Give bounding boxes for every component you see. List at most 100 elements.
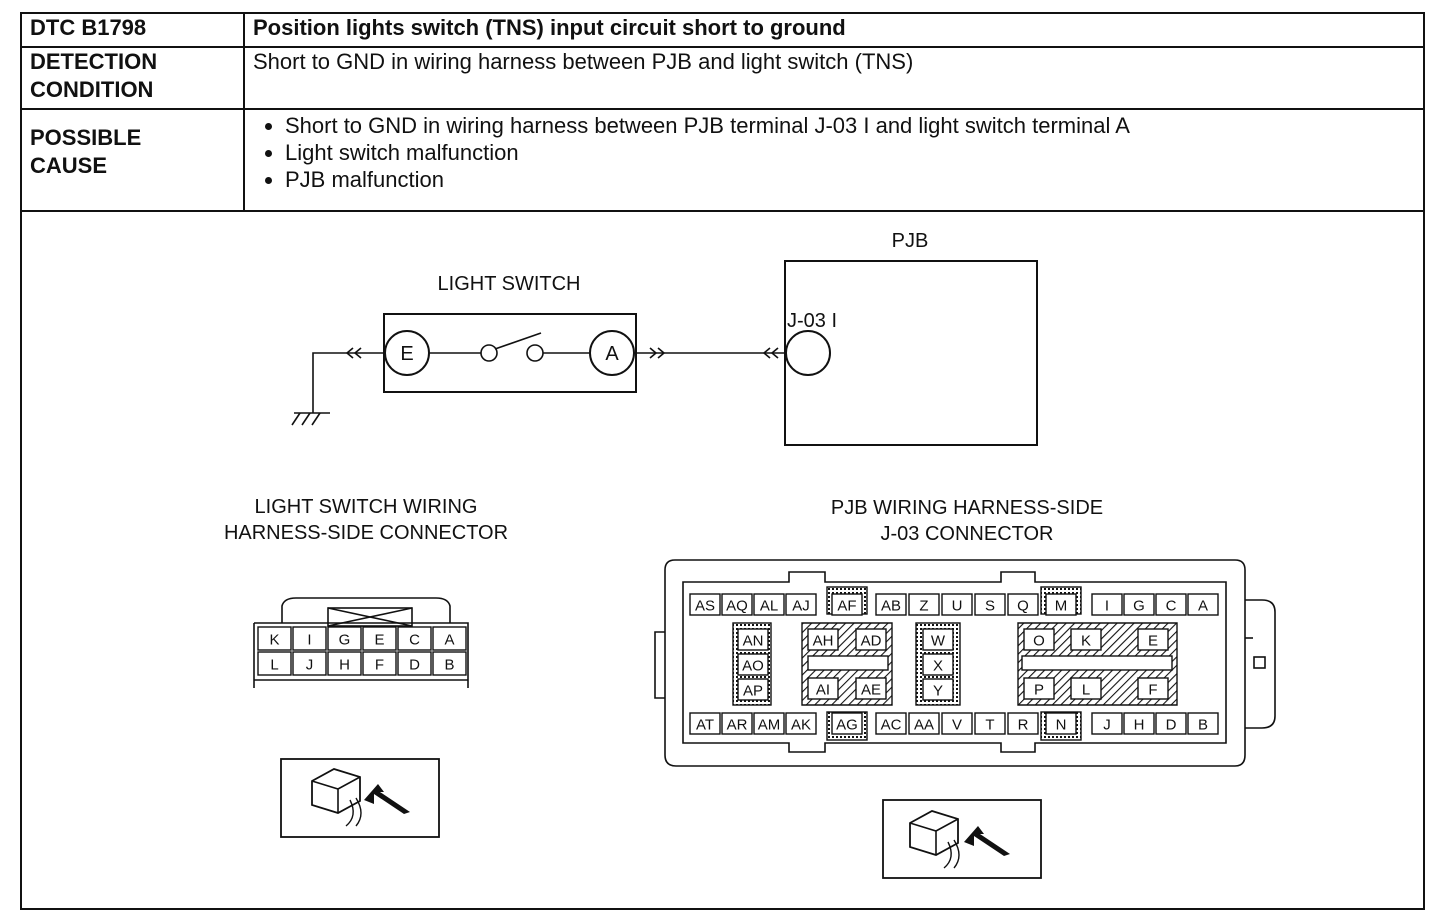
pin-label: AE [861,682,881,699]
pin-label: K [269,632,279,649]
connector-pin: AL [753,593,785,616]
connector-view-icon [280,758,440,838]
connector-pin: F [362,651,397,676]
pin-label: AQ [726,598,748,615]
dtc-description: Position lights switch (TNS) input circu… [243,12,1425,48]
connector-pin: P [1023,677,1055,700]
ground-wire [312,352,385,413]
connector-pin: AB [875,593,907,616]
pin-label: AJ [792,598,810,615]
pin-label: L [1082,682,1090,699]
connector-pin: S [974,593,1006,616]
connector-pin: K [257,626,292,651]
connector-pin: AF [831,593,863,616]
connector-pin: R [1007,712,1039,735]
terminal-a-label: A [605,343,619,365]
pin-label: K [1081,633,1091,650]
dtc-code: DTC B1798 [20,12,245,48]
connector-mark [649,347,666,359]
detection-condition-value: Short to GND in wiring harness between P… [243,46,1425,110]
pin-label: C [1166,598,1177,615]
connector-pin: U [941,593,973,616]
pin-label: AL [760,598,778,615]
connector-pin: H [327,651,362,676]
pin-label: AP [743,683,763,700]
connector-pin: W [922,628,954,651]
dtc-table: DTC B1798 Position lights switch (TNS) i… [20,12,1425,212]
pin-label: T [985,717,994,734]
pin-label: Y [933,683,943,700]
connector-pin: A [1187,593,1219,616]
pin-label: A [1198,598,1208,615]
connector-pin: M [1045,593,1077,616]
pin-label: B [444,657,454,674]
pin-label: Q [1017,598,1029,615]
connector-pin: L [1070,677,1102,700]
connector-pin: C [397,626,432,651]
connector-pin: AP [737,678,769,701]
pin-label: D [1166,717,1177,734]
connector-pin: V [941,712,973,735]
pin-label: A [444,632,454,649]
connector-pin: N [1045,712,1077,735]
connector-pin: AJ [785,593,817,616]
connector-pin: AC [875,712,907,735]
pin-label: AI [816,682,830,699]
ground-icon [291,412,330,426]
pin-label: AR [727,717,748,734]
connector-pin: AQ [721,593,753,616]
pin-label: V [952,717,962,734]
connector-pin: AM [753,712,785,735]
possible-cause-list: Short to GND in wiring harness between P… [243,108,1425,212]
pin-label: F [1148,682,1157,699]
pin-label: AH [813,633,834,650]
connector-pin: J [292,651,327,676]
pin-label: W [931,633,946,650]
pin-label: AK [791,717,811,734]
pin-label: I [307,632,311,649]
pin-label: F [375,657,384,674]
pin-label: U [952,598,963,615]
pin-label: AO [742,658,764,675]
connector-pin: F [1137,677,1169,700]
pjb-terminal [785,330,831,376]
ls-connector-title-1: LIGHT SWITCH WIRING [255,496,478,518]
connector-pin: G [1123,593,1155,616]
connector-pin: T [974,712,1006,735]
pin-label: P [1034,682,1044,699]
pin-label: L [270,657,278,674]
switch-contact [526,344,544,362]
pin-label: S [985,598,995,615]
connector-view-icon [882,799,1042,879]
pin-label: Z [919,598,928,615]
pjb-connector-title-2: J-03 CONNECTOR [881,523,1054,545]
pin-label: AC [881,717,902,734]
connector-pin: I [1091,593,1123,616]
connector-mark [345,347,362,359]
connector-pin: AK [785,712,817,735]
connector-pin: J [1091,712,1123,735]
connector-mark [762,347,779,359]
pin-label: D [409,657,420,674]
connector-pin: Q [1007,593,1039,616]
connector-pin: G [327,626,362,651]
connector-pin: AN [737,628,769,651]
pin-label: H [339,657,350,674]
pin-label: M [1055,598,1068,615]
pin-label: C [409,632,420,649]
connector-pin: AI [807,677,839,700]
connector-pin: I [292,626,327,651]
pjb-connector-title-1: PJB WIRING HARNESS-SIDE [831,497,1103,519]
pin-label: AT [696,717,714,734]
connector-pin: AS [689,593,721,616]
pjb-connector-housing [654,559,1276,767]
connector-pin: AA [908,712,940,735]
cause-item: Short to GND in wiring harness between P… [285,112,1415,139]
pin-label: J [306,657,314,674]
possible-cause-label: POSSIBLE CAUSE [20,108,245,212]
pin-label: G [1133,598,1145,615]
connector-pin: X [922,653,954,676]
pin-label: J [1103,717,1111,734]
